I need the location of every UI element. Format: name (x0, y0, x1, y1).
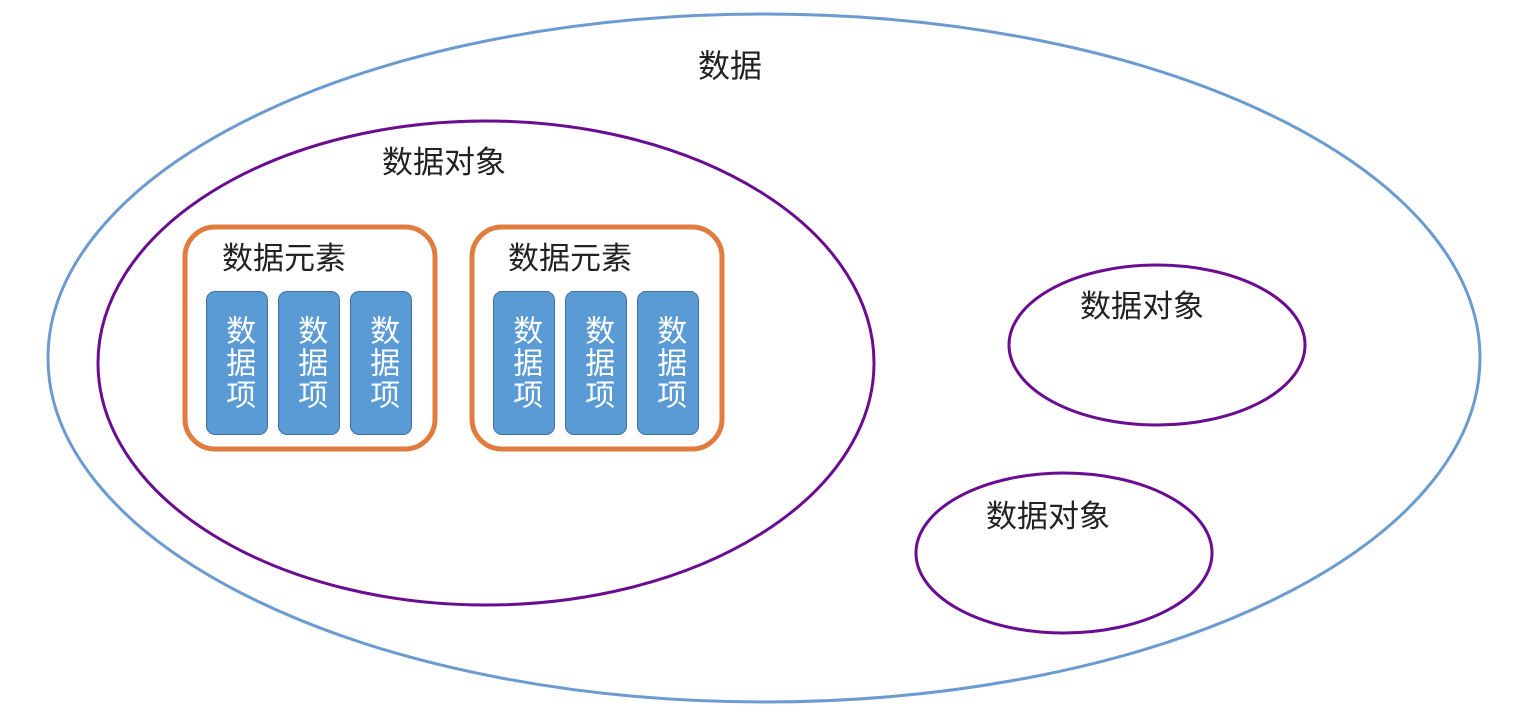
data-item-box: 数据项 (278, 291, 340, 435)
data-item-label: 数据项 (651, 315, 687, 411)
data-object-label-3: 数据对象 (986, 499, 1110, 535)
data-item-label: 数据项 (579, 315, 615, 411)
data-item-label: 数据项 (507, 315, 543, 411)
data-element-label-2: 数据元素 (508, 241, 632, 277)
data-item-box: 数据项 (565, 291, 627, 435)
data-object-ellipse-2 (1007, 263, 1307, 427)
data-item-box: 数据项 (637, 291, 699, 435)
data-element-box-2 (469, 224, 725, 452)
data-ellipse (46, 12, 1482, 704)
data-element-box-1 (182, 224, 438, 452)
data-element-label-1: 数据元素 (222, 241, 346, 277)
data-label: 数据 (698, 47, 763, 85)
data-object-label-2: 数据对象 (1080, 289, 1204, 325)
data-object-ellipse-main (96, 119, 876, 607)
data-item-box: 数据项 (350, 291, 412, 435)
data-object-label-main: 数据对象 (382, 145, 506, 181)
data-item-label: 数据项 (220, 315, 256, 411)
data-item-box: 数据项 (206, 291, 268, 435)
data-item-label: 数据项 (292, 315, 328, 411)
data-object-ellipse-3 (914, 471, 1214, 635)
data-item-label: 数据项 (364, 315, 400, 411)
data-item-box: 数据项 (493, 291, 555, 435)
